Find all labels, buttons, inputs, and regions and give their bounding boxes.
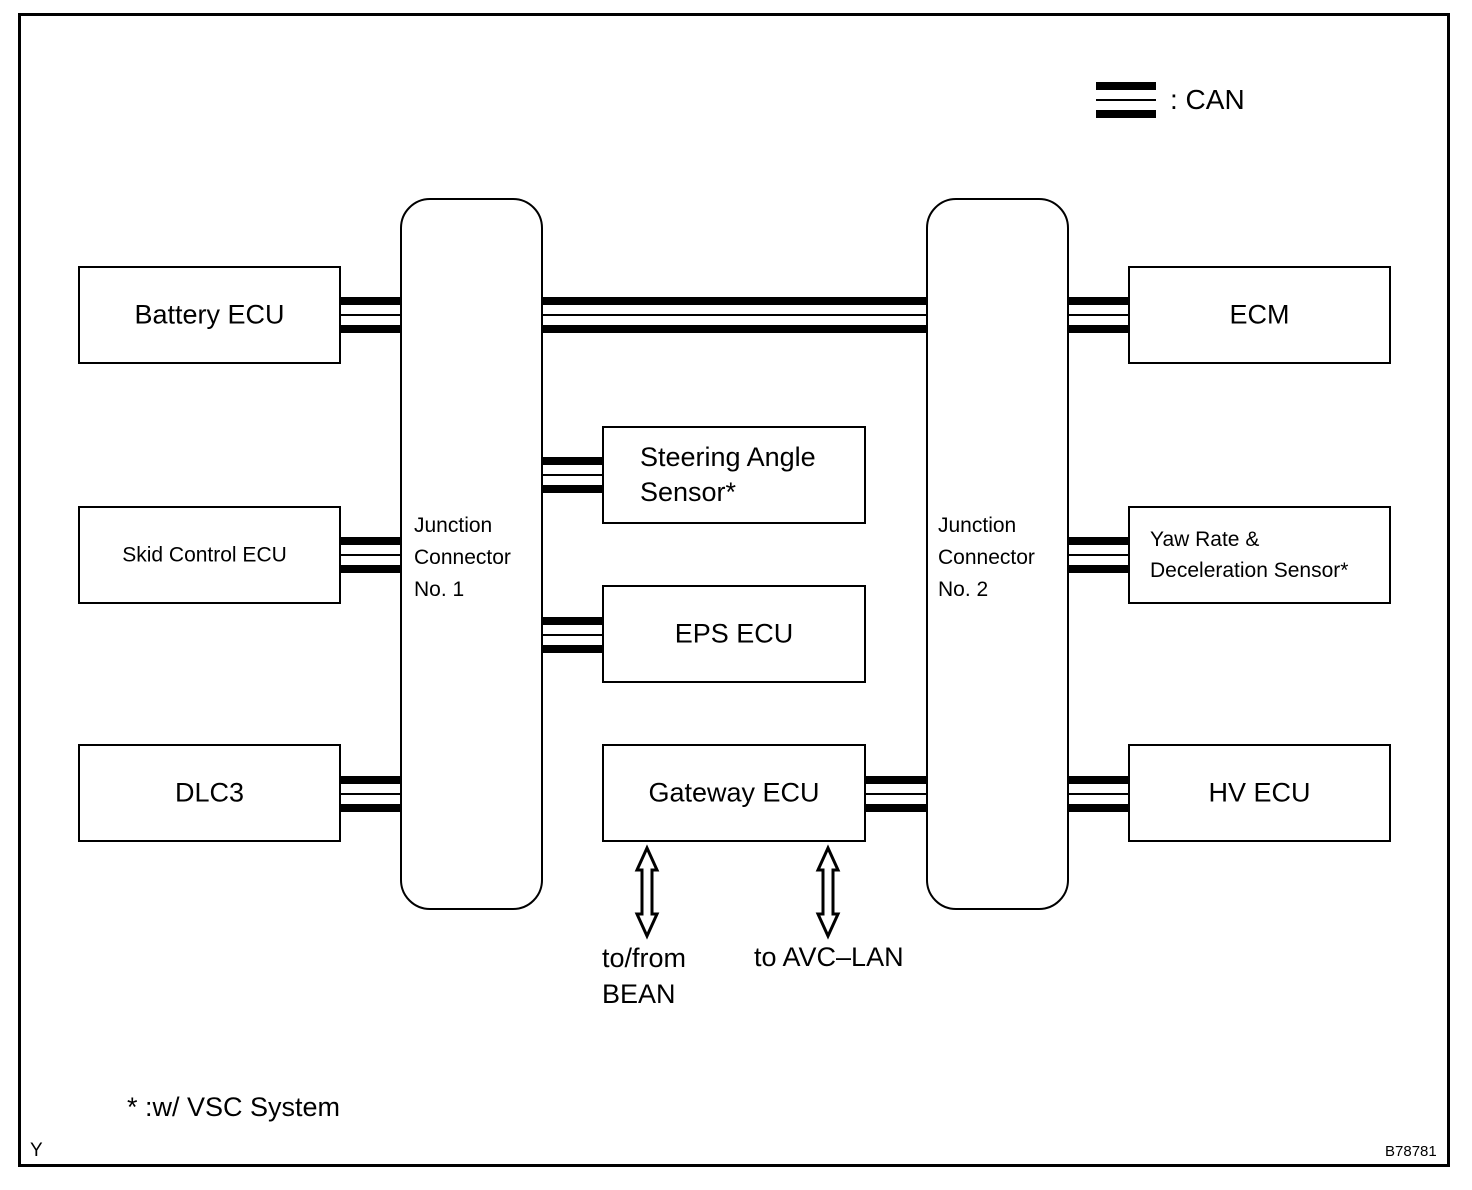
- can-bus-skid-jc1: [341, 537, 401, 573]
- eps-ecu-label: EPS ECU: [674, 618, 794, 649]
- can-bus-jc2-ecm: [1069, 297, 1129, 333]
- figure-id: B78781: [1385, 1143, 1437, 1160]
- can-legend-symbol: [1096, 82, 1156, 118]
- can-bus-main-jc1-jc2: [543, 297, 927, 333]
- skid-control-ecu-label: Skid Control ECU: [122, 543, 287, 567]
- dlc3-box: DLC3: [78, 744, 341, 842]
- skid-control-ecu-box: Skid Control ECU: [78, 506, 341, 604]
- battery-ecu-box: Battery ECU: [78, 266, 341, 364]
- can-bus-jc2-hv: [1069, 776, 1129, 812]
- dlc3-label: DLC3: [174, 777, 245, 808]
- steering-angle-sensor-box: Steering Angle Sensor*: [602, 426, 866, 524]
- corner-label-left: Y: [30, 1140, 43, 1161]
- footnote: * :w/ VSC System: [127, 1092, 341, 1122]
- bean-label: to/from BEAN: [602, 943, 687, 1009]
- ecm-box: ECM: [1128, 266, 1391, 364]
- can-bus-jc1-eps: [543, 617, 603, 653]
- can-bus-gateway-jc2: [866, 776, 927, 812]
- hv-ecu-box: HV ECU: [1128, 744, 1391, 842]
- steering-angle-sensor-label: Steering Angle Sensor*: [640, 441, 816, 507]
- can-bus-jc2-yaw: [1069, 537, 1129, 573]
- avc-lan-label: to AVC–LAN: [754, 942, 904, 972]
- eps-ecu-box: EPS ECU: [602, 585, 866, 683]
- gateway-ecu-box: Gateway ECU: [602, 744, 866, 842]
- yaw-rate-sensor-label: Yaw Rate & Deceleration Sensor*: [1150, 528, 1349, 582]
- diagram-frame: [18, 13, 1450, 1167]
- gateway-ecu-label: Gateway ECU: [648, 777, 820, 808]
- ecm-label: ECM: [1229, 299, 1290, 330]
- can-legend-label: : CAN: [1170, 84, 1245, 115]
- junction-connector-2: Junction Connector No. 2: [926, 198, 1069, 910]
- can-bus-jc1-steering: [543, 457, 603, 493]
- junction-connector-1-label: Junction Connector No. 1: [414, 514, 511, 601]
- yaw-rate-sensor-box: Yaw Rate & Deceleration Sensor*: [1128, 506, 1391, 604]
- battery-ecu-label: Battery ECU: [134, 299, 285, 330]
- avc-lan-double-arrow-icon: [815, 844, 841, 940]
- bean-double-arrow-icon: [634, 844, 660, 940]
- junction-connector-2-label: Junction Connector No. 2: [938, 514, 1035, 601]
- can-bus-dlc3-jc1: [341, 776, 401, 812]
- can-bus-battery-jc1: [341, 297, 401, 333]
- hv-ecu-label: HV ECU: [1208, 777, 1311, 808]
- junction-connector-1: Junction Connector No. 1: [400, 198, 543, 910]
